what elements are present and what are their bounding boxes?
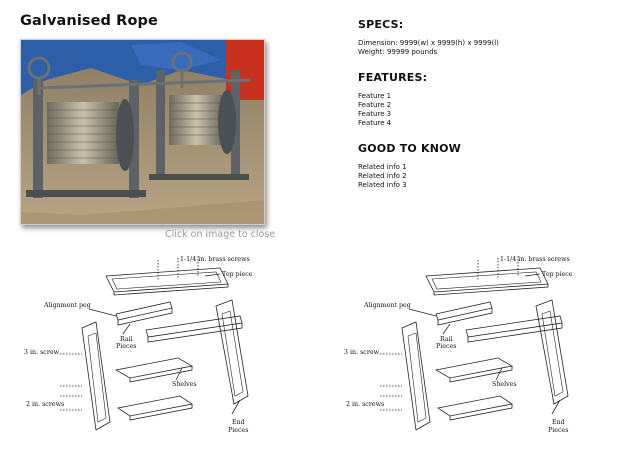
label-brass-screws: 1-1/4 in. brass screws: [180, 256, 250, 263]
label-top-piece: Top piece: [222, 271, 253, 278]
product-photo[interactable]: [20, 39, 265, 225]
close-hint[interactable]: Click on image to close: [165, 229, 276, 240]
features-list: Feature 1 Feature 2 Feature 3 Feature 4: [358, 92, 598, 128]
label-rail-pieces: Pieces: [116, 343, 136, 350]
label-alignment-peg: Alignment peg: [43, 302, 91, 309]
assembly-diagram: 1-1/4 in. brass screws Top piece Alignme…: [20, 246, 280, 458]
label-rail: Rail: [440, 336, 453, 343]
info-item: Related info 2: [358, 172, 407, 180]
features-heading: FEATURES:: [358, 71, 428, 84]
label-shelves: Shelves: [172, 381, 197, 388]
feature-item: Feature 4: [358, 119, 392, 127]
label-2in-screws: 2 in. screws: [26, 401, 64, 408]
label-end: End: [552, 419, 565, 426]
specs-list: Dimension: 9999(w) x 9999(h) x 9999(l) W…: [358, 39, 598, 57]
label-end-pieces: Pieces: [228, 427, 248, 434]
details-panel: SPECS: Dimension: 9999(w) x 9999(h) x 99…: [358, 18, 598, 204]
label-end: End: [232, 419, 245, 426]
spec-dimension: Dimension: 9999(w) x 9999(h) x 9999(l): [358, 39, 499, 47]
label-2in-screws: 2 in. screws: [346, 401, 384, 408]
label-top-piece: Top piece: [542, 271, 573, 278]
label-rail: Rail: [120, 336, 133, 343]
good-to-know-list: Related info 1 Related info 2 Related in…: [358, 163, 598, 190]
good-to-know-heading: GOOD TO KNOW: [358, 142, 461, 155]
label-rail-pieces: Pieces: [436, 343, 456, 350]
specs-heading: SPECS:: [358, 18, 404, 31]
product-title: Galvanised Rope: [20, 13, 158, 29]
feature-item: Feature 3: [358, 110, 392, 118]
info-item: Related info 1: [358, 163, 407, 171]
label-3in-screw: 3 in. screw: [344, 349, 380, 356]
feature-item: Feature 2: [358, 101, 392, 109]
info-item: Related info 3: [358, 181, 407, 189]
label-shelves: Shelves: [492, 381, 517, 388]
label-end-pieces: Pieces: [548, 427, 568, 434]
label-alignment-peg: Alignment peg: [363, 302, 411, 309]
assembly-diagram: 1-1/4 in. brass screws Top piece Alignme…: [340, 246, 600, 458]
label-brass-screws: 1-1/4 in. brass screws: [500, 256, 570, 263]
label-3in-screw: 3 in. screw: [24, 349, 60, 356]
feature-item: Feature 1: [358, 92, 392, 100]
spec-weight: Weight: 99999 pounds: [358, 48, 438, 56]
